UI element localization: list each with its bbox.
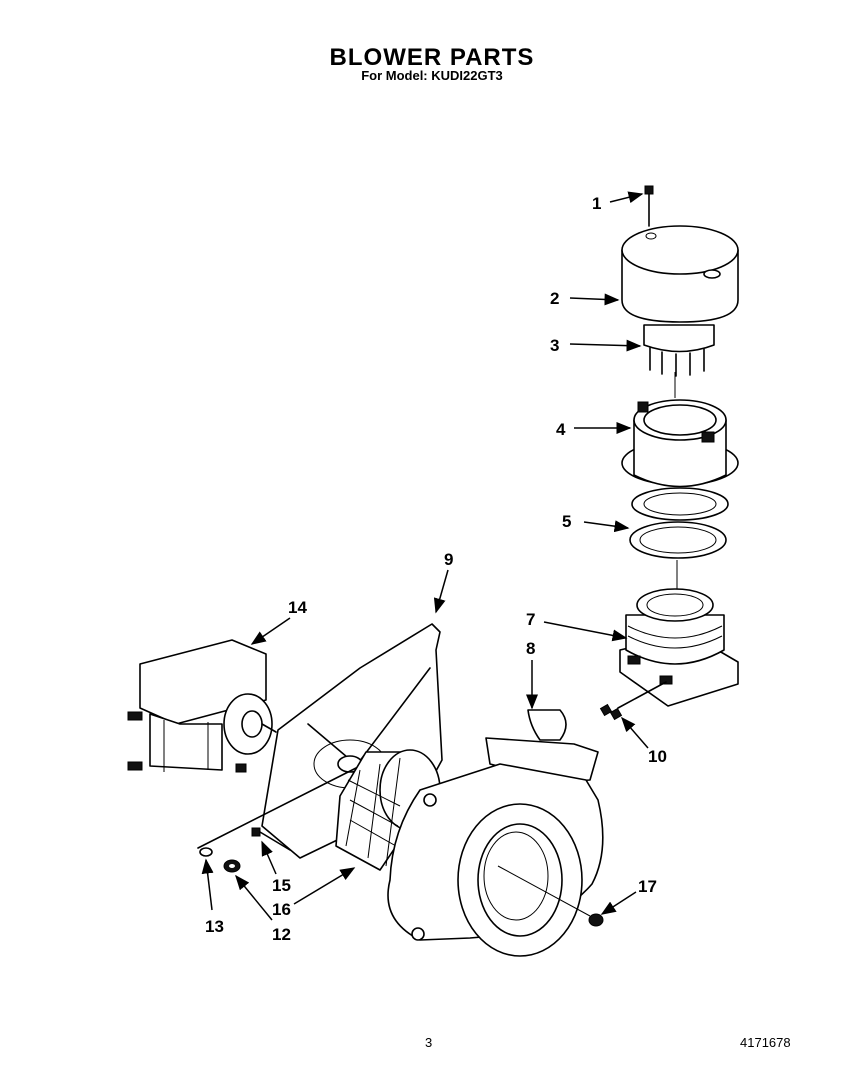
page-number: 3 bbox=[425, 1035, 433, 1050]
callout-12: 12 bbox=[272, 925, 291, 944]
part-15-screw bbox=[251, 827, 291, 851]
diagram-title: BLOWER PARTS bbox=[329, 44, 535, 71]
callout-7: 7 bbox=[526, 610, 536, 629]
callout-17: 17 bbox=[638, 877, 657, 896]
callout-8: 8 bbox=[526, 639, 536, 658]
part-1-screw bbox=[644, 185, 654, 227]
callout-10: 10 bbox=[648, 747, 667, 766]
part-3-grommet bbox=[643, 324, 715, 377]
part-8-blower-housing bbox=[387, 709, 604, 957]
part-5-seal bbox=[629, 487, 729, 559]
callout-4: 4 bbox=[556, 420, 566, 439]
callout-2: 2 bbox=[550, 289, 560, 308]
document-part-number: 4171678 bbox=[740, 1035, 791, 1050]
callout-16: 16 bbox=[272, 900, 291, 919]
callout-1: 1 bbox=[592, 194, 602, 213]
part-13-washer bbox=[199, 847, 213, 857]
part-10-bolts bbox=[599, 681, 667, 721]
callout-5: 5 bbox=[562, 512, 572, 531]
callout-13: 13 bbox=[205, 917, 224, 936]
part-12-nut bbox=[223, 859, 241, 873]
part-4-housing bbox=[621, 399, 739, 488]
callout-15: 15 bbox=[272, 876, 291, 895]
model-subtitle: For Model: KUDI22GT3 bbox=[361, 68, 503, 83]
part-14-motor bbox=[127, 639, 277, 773]
part-17-nut bbox=[588, 913, 604, 927]
part-2-cover bbox=[621, 225, 739, 323]
leader-lines bbox=[201, 191, 649, 921]
stack-centerline bbox=[674, 372, 678, 590]
callout-14: 14 bbox=[288, 598, 307, 617]
callout-3: 3 bbox=[550, 336, 560, 355]
part-7-adapter bbox=[619, 588, 739, 707]
callout-9: 9 bbox=[444, 550, 454, 569]
